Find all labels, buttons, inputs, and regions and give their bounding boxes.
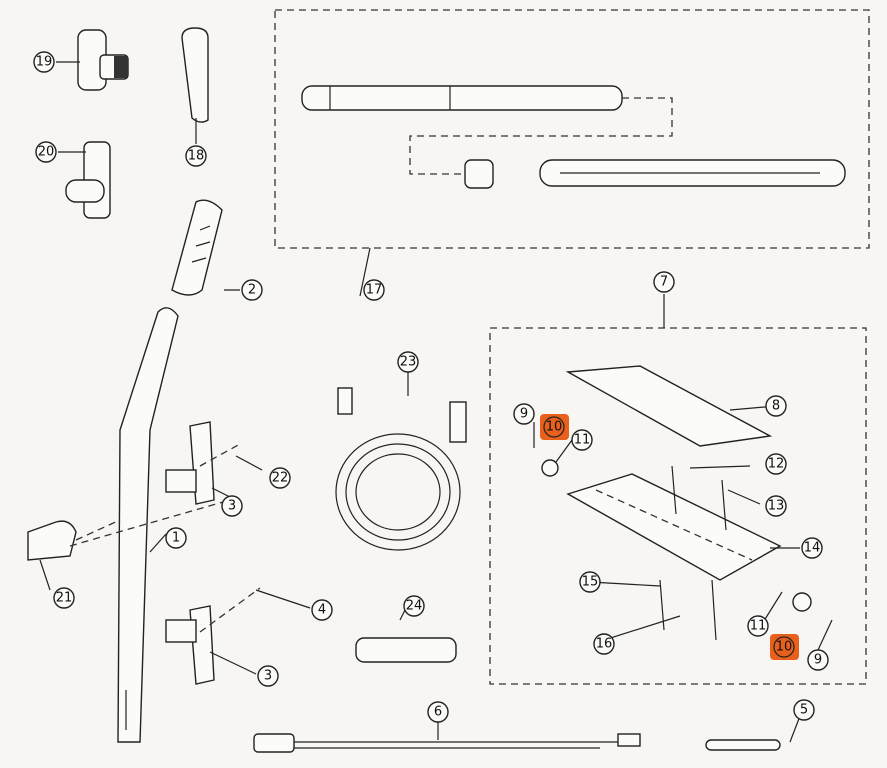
- callout-1: 1: [165, 527, 187, 549]
- callout-3-lower: 3: [257, 665, 279, 687]
- svg-text:3: 3: [264, 669, 272, 684]
- callout-8: 8: [765, 395, 787, 417]
- callout-24: 24: [403, 595, 425, 617]
- svg-text:20: 20: [38, 145, 55, 160]
- svg-text:1: 1: [172, 531, 180, 546]
- part-20-elbow: [65, 141, 111, 219]
- callout-11-right: 11: [747, 615, 769, 637]
- callout-9-right: 9: [807, 649, 829, 671]
- callout-16: 16: [593, 633, 615, 655]
- callout-10-left: 10: [543, 416, 565, 438]
- part-2-grip-handle: [171, 199, 223, 296]
- callout-14: 14: [801, 537, 823, 559]
- part-24-roller: [355, 637, 457, 663]
- callout-20: 20: [35, 141, 57, 163]
- svg-text:14: 14: [804, 541, 821, 556]
- part-3-clip-upper: [165, 421, 215, 505]
- svg-text:6: 6: [434, 705, 442, 720]
- callout-21: 21: [53, 587, 75, 609]
- part-17-upper-wand: [301, 85, 623, 111]
- callout-6: 6: [427, 701, 449, 723]
- callout-13: 13: [765, 495, 787, 517]
- svg-text:9: 9: [520, 407, 528, 422]
- part-23-power-cord: [335, 387, 467, 551]
- svg-text:15: 15: [582, 575, 599, 590]
- svg-text:10: 10: [776, 640, 793, 655]
- svg-text:22: 22: [272, 471, 289, 486]
- part-19-tee-connector: [77, 29, 129, 91]
- svg-text:19: 19: [36, 55, 53, 70]
- part-10-wheel-right: [792, 592, 812, 612]
- part-18-crevice-tool: [181, 27, 209, 123]
- part-1-main-tube: [117, 307, 179, 743]
- callout-7: 7: [653, 271, 675, 293]
- part-6-cord: [253, 733, 641, 753]
- svg-text:17: 17: [366, 283, 383, 298]
- part-17-nut: [464, 159, 494, 189]
- svg-text:18: 18: [188, 149, 205, 164]
- callout-10-right: 10: [773, 636, 795, 658]
- svg-text:21: 21: [56, 591, 73, 606]
- callout-22: 22: [269, 467, 291, 489]
- part-3-clip-lower: [165, 605, 215, 685]
- nozzle-assembly-box: [489, 327, 867, 685]
- part-14-nozzle-base: [566, 473, 782, 581]
- svg-text:13: 13: [768, 499, 785, 514]
- callout-3-upper: 3: [221, 495, 243, 517]
- callout-15: 15: [579, 571, 601, 593]
- part-17-lower-wand: [539, 159, 846, 187]
- callout-5: 5: [793, 699, 815, 721]
- svg-text:5: 5: [800, 703, 808, 718]
- svg-text:11: 11: [750, 619, 767, 634]
- svg-text:2: 2: [248, 283, 256, 298]
- callout-17: 17: [363, 279, 385, 301]
- svg-text:3: 3: [228, 499, 236, 514]
- svg-text:8: 8: [772, 399, 780, 414]
- svg-text:24: 24: [406, 599, 423, 614]
- svg-text:9: 9: [814, 653, 822, 668]
- svg-text:23: 23: [400, 355, 417, 370]
- part-10-wheel-left: [541, 459, 559, 477]
- callout-12: 12: [765, 453, 787, 475]
- part-8-pad: [565, 365, 773, 447]
- callout-19: 19: [33, 51, 55, 73]
- svg-text:16: 16: [596, 637, 613, 652]
- callout-18: 18: [185, 145, 207, 167]
- callout-23: 23: [397, 351, 419, 373]
- callout-4: 4: [311, 599, 333, 621]
- part-21-holder: [27, 520, 77, 561]
- svg-text:12: 12: [768, 457, 785, 472]
- callout-2: 2: [241, 279, 263, 301]
- wand-assembly-box: [274, 9, 870, 249]
- svg-text:4: 4: [318, 603, 326, 618]
- svg-text:7: 7: [660, 275, 668, 290]
- svg-text:11: 11: [574, 433, 591, 448]
- svg-text:10: 10: [546, 420, 563, 435]
- part-5-pin: [705, 739, 781, 751]
- callout-9-left: 9: [513, 403, 535, 425]
- callout-11-left: 11: [571, 429, 593, 451]
